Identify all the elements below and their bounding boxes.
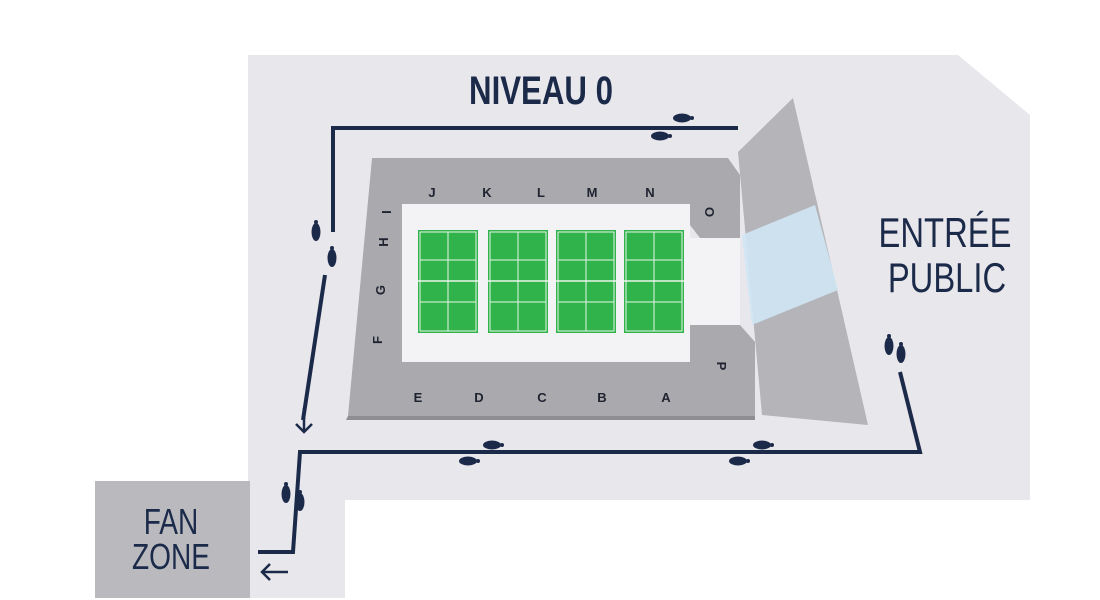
stands [348, 158, 755, 416]
section-label-n: N [645, 185, 654, 200]
courts [418, 230, 684, 333]
court-3 [556, 230, 616, 333]
arrow-down-icon [295, 408, 313, 434]
footsteps-icon [311, 220, 337, 267]
hall-floor-extension [690, 238, 740, 325]
section-label-c: C [537, 390, 547, 405]
section-label-m: M [587, 185, 598, 200]
section-label-b: B [597, 390, 606, 405]
entrance-glass [742, 205, 838, 325]
fan-zone-label-line1: FAN [144, 502, 199, 542]
section-label-e: E [414, 390, 423, 405]
entrance-label-line1: ENTRÉE [879, 209, 1012, 256]
section-label-j: J [428, 185, 435, 200]
section-label-f: F [370, 336, 385, 344]
arrow-left-icon [260, 563, 288, 581]
section-label-d: D [474, 390, 483, 405]
section-label-g: G [373, 285, 388, 295]
level-title: NIVEAU 0 [469, 68, 613, 113]
section-label-o: O [702, 207, 717, 217]
footsteps-icon [651, 113, 694, 141]
footsteps-icon [729, 440, 774, 466]
section-label-a: A [661, 390, 671, 405]
section-label-p: P [714, 362, 729, 371]
footsteps-icon [459, 440, 504, 466]
court-4 [624, 230, 684, 333]
walking-route [258, 126, 923, 554]
court-1 [418, 230, 478, 333]
stands-shadow [346, 416, 755, 420]
fan-zone-label-line2: ZONE [132, 537, 210, 577]
court-2 [488, 230, 548, 333]
section-label-i: I [379, 210, 394, 214]
section-label-k: K [482, 185, 492, 200]
section-label-h: H [376, 237, 391, 246]
section-label-l: L [537, 185, 545, 200]
fan-zone-area [95, 481, 250, 598]
footsteps-icon [884, 334, 906, 363]
footsteps-icon [281, 482, 305, 511]
entrance-label-line2: PUBLIC [888, 254, 1006, 301]
